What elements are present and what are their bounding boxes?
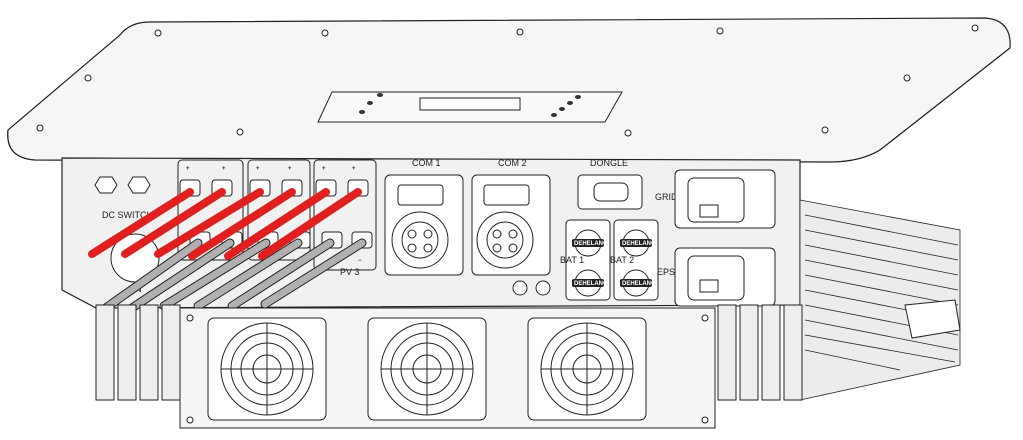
- svg-text:+: +: [322, 166, 326, 172]
- dongle-label: DONGLE: [590, 158, 628, 168]
- fan-1: [207, 317, 327, 421]
- fan-module-screws: [186, 314, 709, 424]
- dc-switch-label: DC SWITCH: [102, 210, 153, 220]
- right-heatsink: [799, 199, 961, 401]
- battery-badges: DEHELANO DEHELANO DEHELANO DEHELANO: [572, 239, 656, 287]
- svg-text:DEHELANO: DEHELANO: [622, 281, 656, 287]
- grid-connector: [674, 169, 776, 229]
- svg-text:DEHELANO: DEHELANO: [574, 281, 608, 287]
- lid-screws: [36, 24, 979, 137]
- svg-text:−: −: [358, 258, 362, 264]
- control-buttons: [551, 95, 581, 117]
- com1-port: [384, 174, 464, 276]
- positive-cables: [88, 188, 362, 260]
- fan-3: [527, 317, 647, 421]
- eps-label: EPS: [657, 267, 675, 277]
- com1-label: COM 1: [412, 158, 441, 168]
- svg-text:+: +: [186, 166, 190, 172]
- ground-terminals: [512, 280, 551, 296]
- svg-text:DEHELANO: DEHELANO: [574, 241, 608, 247]
- mounting-bracket: [904, 299, 961, 339]
- svg-text:+: +: [256, 166, 260, 172]
- lid-edge: [7, 47, 1011, 163]
- right-heatsink-fins: [717, 304, 803, 401]
- dc-switch-knobs: [94, 176, 151, 194]
- com2-port: [471, 174, 551, 276]
- dongle-port: [577, 174, 643, 210]
- left-heatsink-fins: [95, 304, 181, 401]
- svg-text:+: +: [222, 166, 226, 172]
- status-leds: [359, 93, 383, 114]
- svg-text:+: +: [352, 166, 356, 172]
- bat1-label: BAT 1: [560, 255, 584, 265]
- grid-label: GRID: [655, 192, 678, 202]
- pv3-label: PV 3: [340, 267, 360, 277]
- svg-text:+: +: [288, 166, 292, 172]
- bat2-label: BAT 2: [610, 255, 634, 265]
- negative-cables-fill: [96, 239, 366, 316]
- svg-text:DEHELANO: DEHELANO: [622, 241, 656, 247]
- fan-2: [367, 317, 487, 421]
- lcd-screen: [419, 97, 521, 111]
- inverter-lid: [7, 17, 1011, 163]
- pv-polarity-marks: + + + + + + −: [186, 166, 362, 264]
- eps-connector: [674, 247, 776, 307]
- com2-label: COM 2: [498, 158, 527, 168]
